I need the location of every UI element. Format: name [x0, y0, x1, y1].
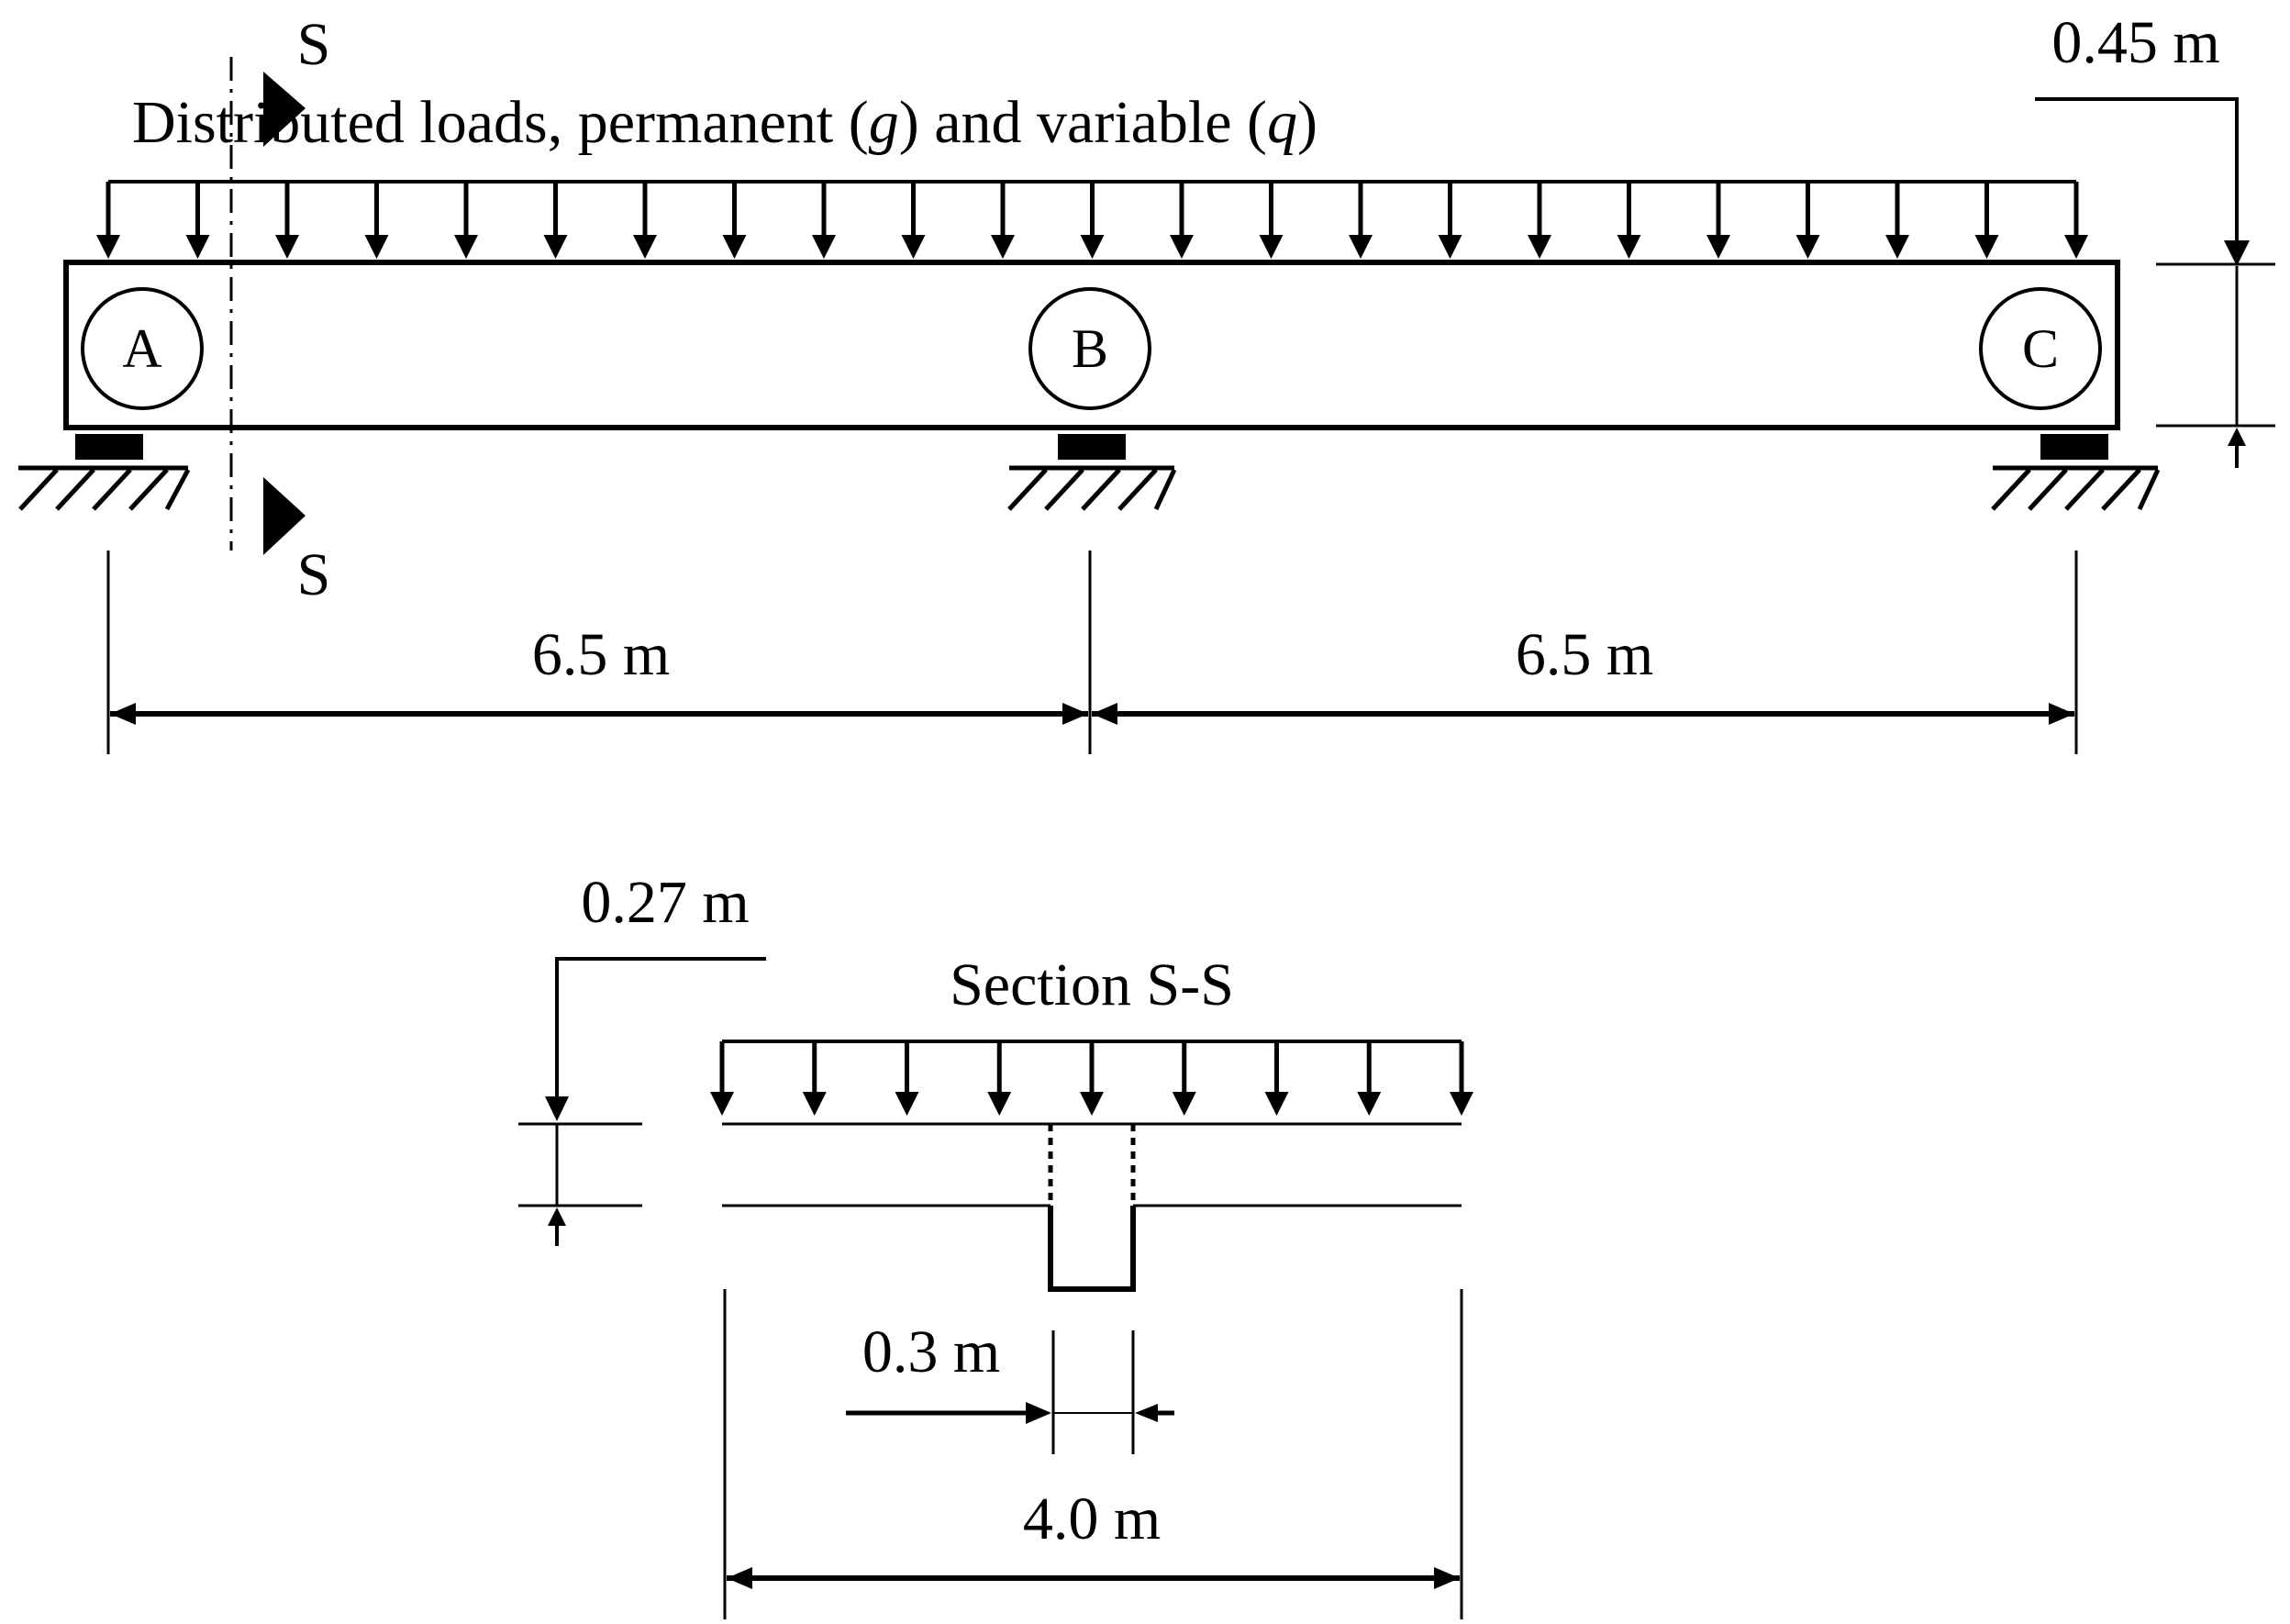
beam-load-arrow — [901, 182, 926, 259]
section-load-arrow — [987, 1041, 1012, 1116]
section-cut-arrow-top — [263, 72, 306, 147]
beam-load-arrow — [1617, 182, 1641, 259]
beam-load-arrow — [1795, 182, 1820, 259]
beam-load-arrow — [185, 182, 210, 259]
beam-body — [63, 260, 2120, 430]
support-a — [18, 434, 191, 511]
section-title: Section S-S — [950, 951, 1234, 1018]
span-ab-label: 6.5 m — [532, 621, 670, 688]
flange-width-label: 4.0 m — [1023, 1485, 1161, 1552]
beam-load-arrow — [722, 182, 747, 259]
support-c — [1991, 434, 2161, 511]
beam-load-arrow — [1885, 182, 1909, 259]
section-load-arrow — [895, 1041, 919, 1116]
section-cut-label-bottom: S — [297, 541, 331, 608]
section-load-arrow — [802, 1041, 827, 1116]
section-load-arrow — [1172, 1041, 1196, 1116]
web-width-label: 0.3 m — [862, 1318, 1000, 1385]
node-c: C — [1979, 287, 2102, 410]
beam-load-arrow — [1080, 182, 1105, 259]
beam-load-arrow — [96, 182, 120, 259]
beam-load-arrow — [2064, 182, 2088, 259]
support-b — [1007, 434, 1177, 511]
section-load-arrow — [710, 1041, 734, 1116]
node-b-label: B — [1072, 318, 1108, 379]
beam-load-arrow — [633, 182, 657, 259]
beam-load-arrow — [812, 182, 836, 259]
beam-load-arrow — [454, 182, 478, 259]
beam-load-arrow — [1974, 182, 1999, 259]
section-load-arrow — [1357, 1041, 1382, 1116]
section-distributed-load — [710, 1040, 1473, 1116]
beam-load-arrow — [275, 182, 299, 259]
beam-load-arrow — [1438, 182, 1462, 259]
web-outline — [1048, 1206, 1136, 1292]
node-b: B — [1028, 287, 1151, 410]
slab-thickness-label: 0.27 m — [581, 869, 749, 936]
span-ab-dimension: 6.5 m — [110, 621, 1088, 725]
beam-load-arrow — [991, 182, 1015, 259]
beam-load-arrow — [1528, 182, 1551, 259]
span-bc-dimension: 6.5 m — [1092, 621, 2074, 725]
node-a-label: A — [122, 318, 161, 379]
section-load-arrow — [1450, 1041, 1473, 1116]
beam-load-arrow — [1349, 182, 1373, 259]
web-width-dimension: 0.3 m — [846, 1318, 1174, 1454]
beam-distributed-load — [96, 180, 2088, 259]
span-dimensions: 6.5 m 6.5 m — [106, 551, 2078, 754]
beam-load-arrow — [1706, 182, 1730, 259]
node-a: A — [81, 287, 204, 410]
beam-depth-label: 0.45 m — [2051, 9, 2219, 76]
node-c-label: C — [2022, 318, 2059, 379]
section-view: Section S-S 0.27 m 0.3 m — [518, 869, 1473, 1619]
beam-load-arrow — [364, 182, 389, 259]
beam-load-arrow — [543, 182, 568, 259]
flange-width-dimension: 4.0 m — [723, 1289, 1463, 1619]
slab-thickness-dimension: 0.27 m — [518, 869, 766, 1246]
beam-elevation: Distributed loads, permanent (g) and var… — [18, 9, 2275, 754]
section-load-arrow — [1080, 1041, 1104, 1116]
beam-load-arrow — [1170, 182, 1194, 259]
t-section — [722, 1122, 1462, 1292]
section-cut-label-top: S — [297, 11, 331, 78]
span-bc-label: 6.5 m — [1516, 621, 1653, 688]
beam-depth-dimension: 0.45 m — [2035, 9, 2275, 468]
section-cut-arrow-bottom — [263, 477, 306, 555]
section-load-arrow — [1264, 1041, 1289, 1116]
load-label: Distributed loads, permanent (g) and var… — [132, 89, 1317, 156]
section-cut-marker: S S — [229, 11, 331, 608]
beam-load-arrow — [1259, 182, 1284, 259]
